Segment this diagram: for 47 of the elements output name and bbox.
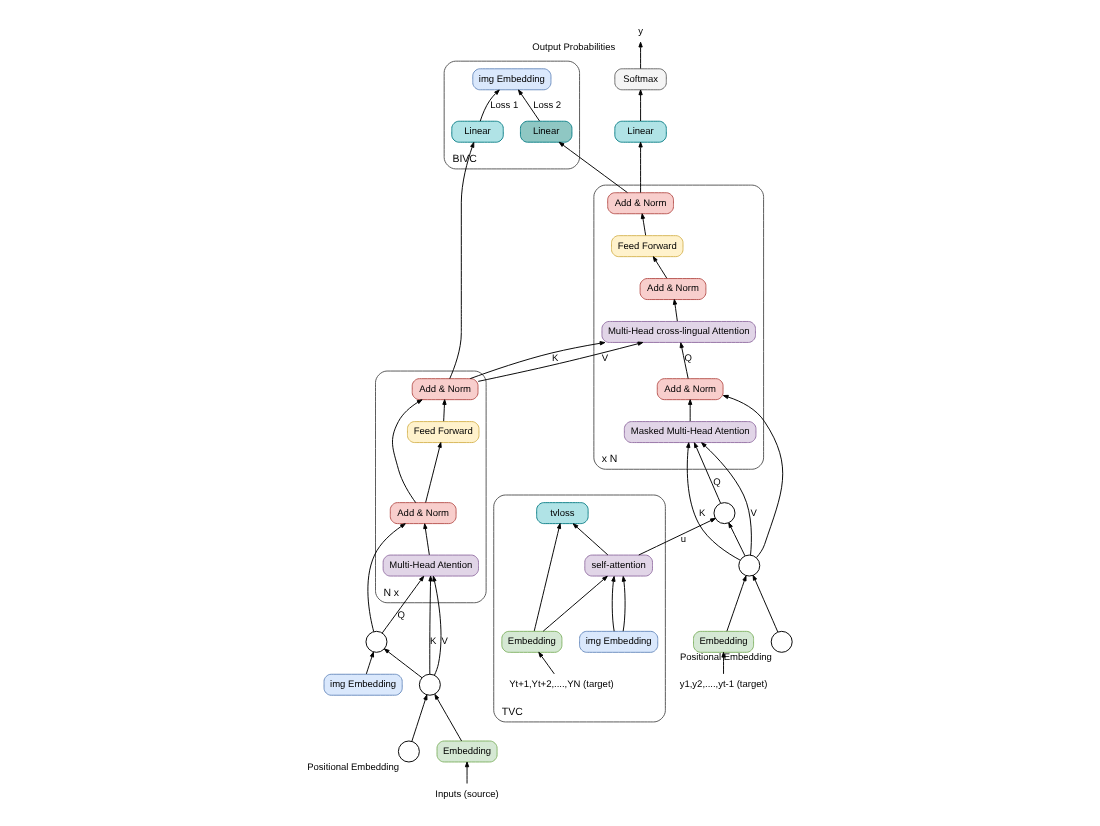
node-circle (397, 740, 420, 763)
arrow (721, 651, 726, 675)
arrow (638, 41, 643, 70)
arrow (449, 141, 475, 380)
arrow (365, 651, 375, 675)
arrow (542, 575, 608, 632)
arrow (367, 523, 406, 633)
arrow (638, 517, 716, 556)
arrow (411, 694, 428, 742)
arrow (722, 394, 784, 558)
arrow (679, 342, 689, 380)
arrow (672, 299, 678, 322)
arrow (558, 141, 628, 194)
arrow (479, 89, 500, 122)
node-circle (713, 502, 736, 525)
arrow (688, 399, 693, 422)
node-circle (418, 673, 441, 696)
arrow (477, 341, 644, 382)
arrow (383, 648, 423, 679)
arrow (652, 256, 668, 279)
arrow (701, 442, 752, 556)
arrow (432, 575, 442, 676)
arrow (434, 694, 463, 742)
arrow (621, 576, 626, 632)
arrow (611, 576, 616, 632)
arrow (533, 523, 562, 632)
arrow (693, 442, 722, 504)
arrow (640, 213, 647, 236)
arrow (425, 442, 442, 503)
arrow (726, 575, 747, 632)
arrow (464, 761, 470, 784)
arrow (728, 522, 746, 557)
arrow (469, 341, 606, 380)
arrow (518, 89, 541, 122)
arrow (638, 141, 643, 194)
arrow (538, 651, 555, 675)
arrow (423, 523, 430, 556)
arrow (752, 574, 779, 633)
arrow (686, 442, 741, 561)
arrow (392, 399, 423, 504)
node-circle (738, 554, 761, 577)
arrow (428, 575, 433, 675)
node-circle (770, 630, 793, 653)
arrow (381, 575, 425, 634)
arrow (442, 399, 447, 422)
arrow (572, 523, 609, 556)
arrow (638, 89, 643, 122)
